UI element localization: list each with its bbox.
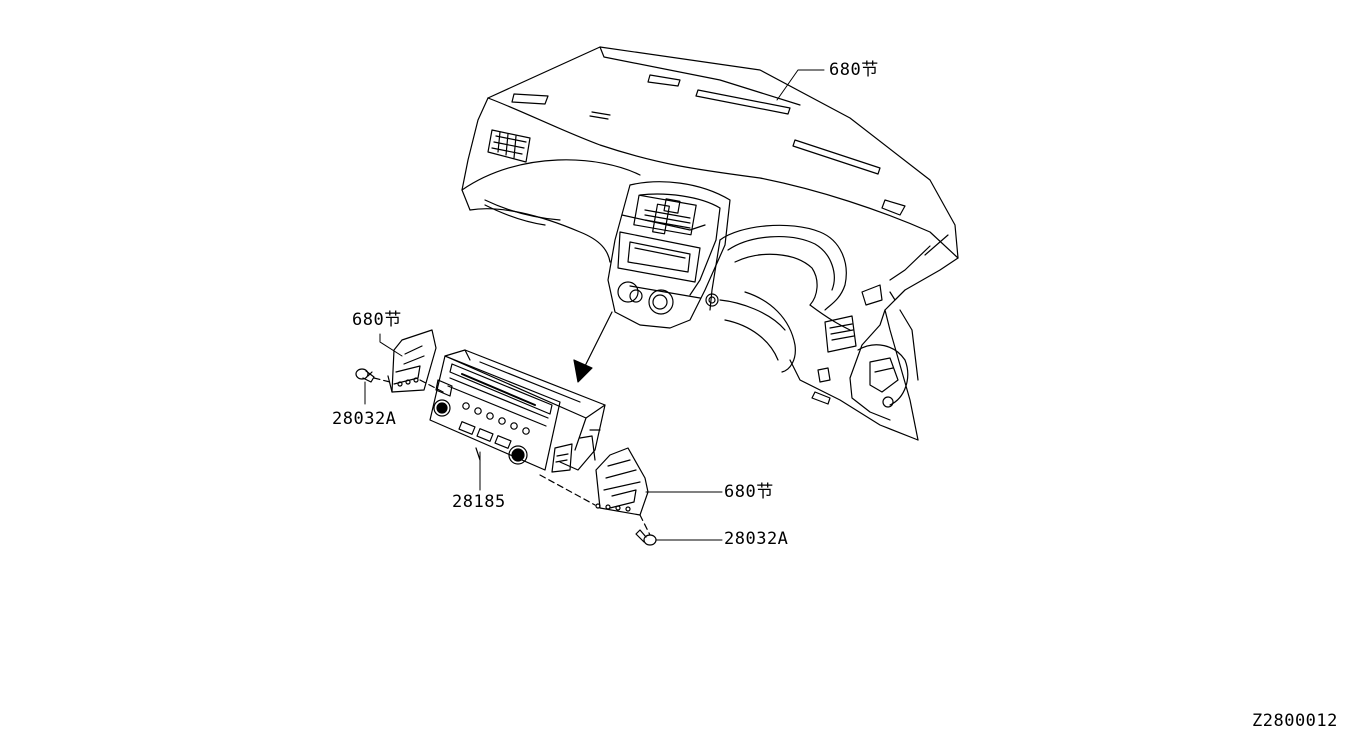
- instrument-panel: [462, 47, 958, 440]
- callout-screw-right: 28032A: [724, 529, 789, 549]
- callout-bracket-right: 680节: [724, 482, 774, 502]
- diagram-code: Z2800012: [1252, 711, 1338, 731]
- leader-lines: [365, 70, 824, 540]
- callout-dash-panel: 680节: [829, 60, 879, 80]
- callout-screw-left: 28032A: [332, 409, 397, 429]
- bracket-left: [388, 330, 436, 392]
- bracket-right: [552, 436, 648, 515]
- screw-left: [356, 369, 374, 382]
- location-arrow: [574, 312, 612, 382]
- callout-bracket-left: 680节: [352, 310, 402, 330]
- screw-right: [636, 530, 656, 545]
- audio-unit: [430, 350, 605, 470]
- assembly-lines: [374, 378, 650, 535]
- callout-audio-unit: 28185: [452, 492, 506, 512]
